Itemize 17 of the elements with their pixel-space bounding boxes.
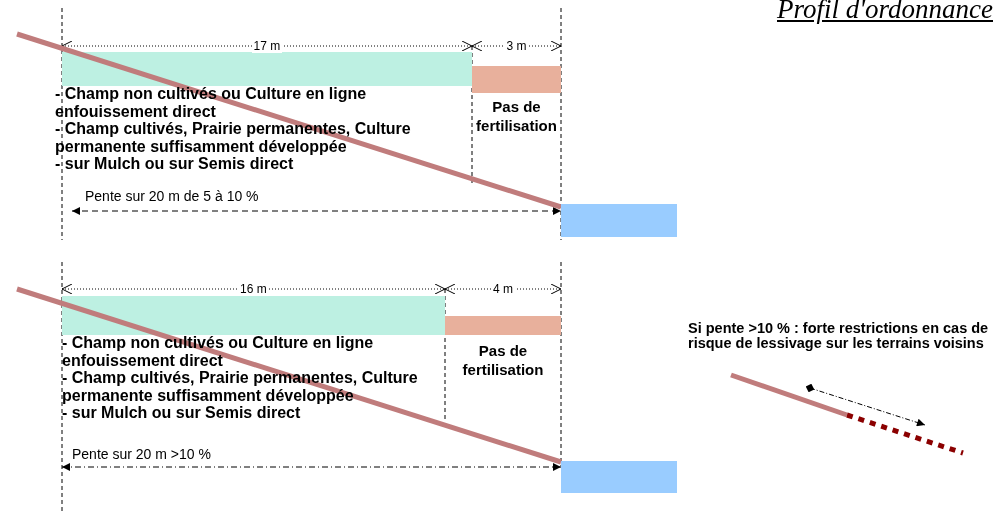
crop-condition-text: - sur Mulch ou sur Semis direct [55,155,295,173]
buffer-label: Pas de fertilisation [475,97,558,135]
slope-label: Pente sur 20 m de 5 à 10 % [85,188,260,204]
slope-note: Si pente >10 % : forte restrictions en cas de risque de lessivage sur les terrains voisins [688,321,990,351]
dimension-label: 3 m [504,39,529,53]
dimension-label: 17 m [251,39,283,53]
water-body [561,204,677,237]
crop-condition-text: - Champ non cultivés ou Culture en ligne enfouissement direct [55,85,368,120]
dimension-label: 4 m [491,282,515,296]
buffer-label: Pas de fertilisation [461,341,545,379]
crop-condition-text: - sur Mulch ou sur Semis direct [62,404,302,422]
crop-condition-text: - Champ cultivés, Prairie permanentes, Culture permanente suffisamment développée [55,120,412,155]
dimension-label: 16 m [238,282,269,296]
crop-condition-text: - Champ non cultivés ou Culture en ligne enfouissement direct [62,334,375,369]
crop-condition-text: - Champ cultivés, Prairie permanentes, Culture permanente suffisamment développée [62,369,419,404]
slope-label: Pente sur 20 m >10 % [72,446,212,462]
water-body [561,461,677,493]
